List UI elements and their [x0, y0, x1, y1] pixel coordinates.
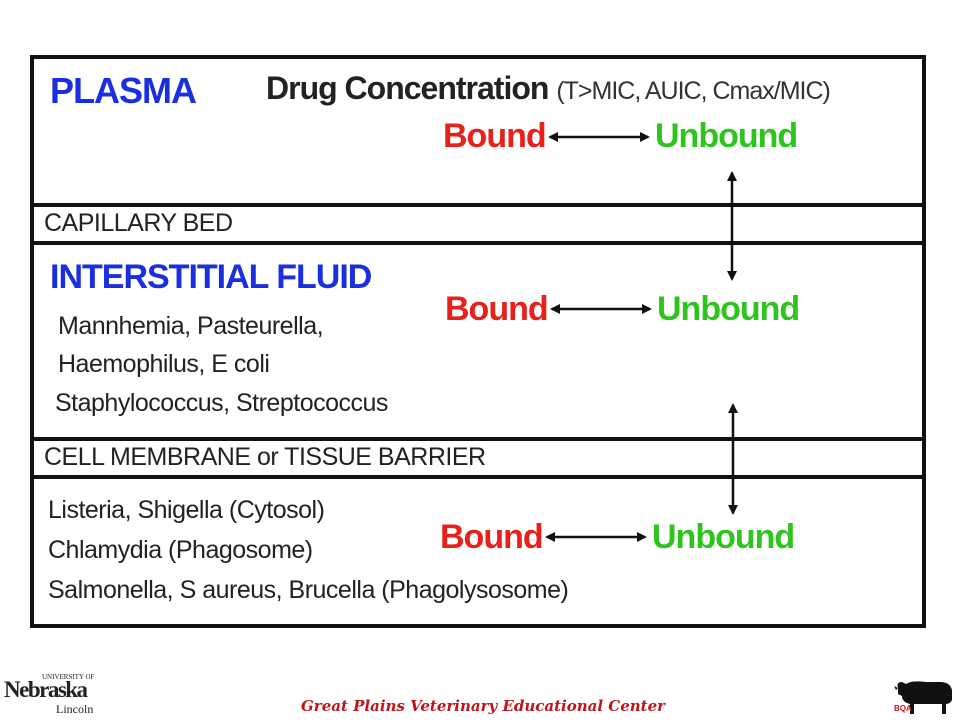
intracellular-organism-1: Listeria, Shigella (Cytosol)	[48, 496, 325, 524]
bqa-logo: BQA	[892, 674, 956, 718]
plasma-unbound-label: Unbound	[655, 117, 798, 155]
drug-params-text: (T>MIC, AUIC, Cmax/MIC)	[556, 77, 831, 105]
cow-icon	[894, 681, 952, 714]
drug-concentration-text: Drug Concentration	[266, 70, 549, 106]
footer-center-text: Great Plains Veterinary Educational Cent…	[301, 697, 666, 715]
intracellular-bound-label: Bound	[440, 518, 544, 556]
diagram-frame	[30, 55, 926, 628]
cell-membrane-label: CELL MEMBRANE or TISSUE BARRIER	[44, 443, 486, 471]
interstitial-organism-2: Haemophilus, E coli	[58, 350, 270, 378]
plasma-title: PLASMA	[50, 70, 197, 111]
interstitial-organism-3: Staphylococcus, Streptococcus	[55, 389, 388, 417]
bqa-logo-text: BQA	[894, 704, 912, 713]
nebraska-logo-small: UNIVERSITY OF	[42, 673, 95, 681]
intracellular-organism-2: Chlamydia (Phagosome)	[48, 536, 313, 564]
drug-concentration-label: Drug Concentration (T>MIC, AUIC, Cmax/MI…	[266, 70, 831, 107]
cell-membrane-band: CELL MEMBRANE or TISSUE BARRIER	[30, 437, 926, 479]
intracellular-organism-3: Salmonella, S aureus, Brucella (Phagolys…	[48, 576, 569, 604]
capillary-bed-band: CAPILLARY BED	[30, 203, 926, 245]
nebraska-logo-sub: Lincoln	[56, 702, 94, 716]
nebraska-logo-main: Nebraska	[4, 677, 88, 702]
interstitial-bound-label: Bound	[445, 290, 549, 328]
intracellular-unbound-label: Unbound	[652, 518, 795, 556]
plasma-bound-label: Bound	[443, 117, 547, 155]
interstitial-organism-1: Mannhemia, Pasteurella,	[58, 312, 324, 340]
capillary-bed-label: CAPILLARY BED	[44, 209, 233, 237]
interstitial-unbound-label: Unbound	[657, 290, 800, 328]
interstitial-fluid-title: INTERSTITIAL FLUID	[50, 258, 372, 296]
